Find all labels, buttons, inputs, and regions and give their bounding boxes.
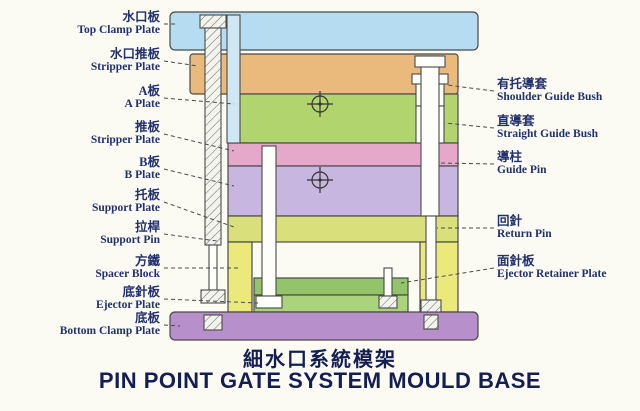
label-support-plate: 托板 Support Plate	[2, 189, 160, 215]
label-zh: 托板	[134, 188, 160, 202]
leader-a-plate	[163, 97, 235, 105]
label-a-plate: A板 A Plate	[2, 85, 160, 111]
support-pin-nut	[200, 289, 226, 304]
retainer-screw-head	[378, 295, 398, 309]
label-ejector-plate: 底針板 Ejector Plate	[2, 286, 160, 312]
label-zh: A板	[138, 84, 160, 98]
label-en: Ejector Plate	[96, 299, 160, 311]
label-en: A Plate	[124, 98, 160, 110]
leader-shoulder-guide-bush	[446, 84, 495, 92]
spacer-block-left-shape	[227, 241, 253, 313]
leader-b-plate	[163, 168, 235, 187]
label-en: Straight Guide Bush	[497, 128, 598, 140]
label-zh: 方鐵	[134, 254, 160, 268]
return-pin-head	[420, 299, 442, 313]
label-spacer-block: 方鐵 Spacer Block	[2, 255, 160, 281]
label-en: Support Pin	[100, 234, 160, 246]
label-en: Return Pin	[497, 228, 552, 240]
top-clamp-plate-shape	[169, 11, 479, 51]
label-ejector-retainer-plate: 面針板 Ejector Retainer Plate	[497, 255, 639, 281]
label-en: Shoulder Guide Bush	[497, 91, 603, 103]
label-zh: 直導套	[497, 114, 535, 128]
label-straight-guide-bush: 直導套 Straight Guide Bush	[497, 115, 639, 141]
label-zh: 面針板	[497, 254, 535, 268]
label-zh: 導柱	[497, 150, 523, 164]
return-pin-nut	[423, 314, 439, 330]
label-zh: 有托導套	[497, 77, 548, 91]
support-pin-head	[199, 14, 227, 29]
bottom-clamp-plate-shape	[169, 311, 479, 341]
label-zh: B板	[139, 155, 160, 169]
leader-ejector-retainer-plate	[400, 267, 495, 284]
support-pin-lower-nut	[203, 314, 223, 331]
label-bottom-clamp-plate: 底板 Bottom Clamp Plate	[2, 312, 160, 338]
label-en: B Plate	[124, 169, 160, 181]
label-b-plate: B板 B Plate	[2, 156, 160, 182]
leader-stripper-plate	[163, 133, 235, 152]
diagram-title-chinese: 細水口系統模架	[243, 349, 397, 371]
label-zh: 推板	[134, 120, 160, 134]
leader-ejector-plate	[163, 298, 259, 304]
label-stripper-plate: 推板 Stripper Plate	[2, 121, 160, 147]
label-en: Stripper Plate	[90, 61, 160, 73]
label-top-clamp-plate: 水口板 Top Clamp Plate	[2, 11, 160, 37]
label-support-pin: 拉桿 Support Pin	[2, 221, 160, 247]
guide-pin-head	[414, 55, 446, 68]
support-pin-shaft	[204, 27, 222, 246]
label-en: Ejector Retainer Plate	[497, 268, 607, 280]
label-en: Top Clamp Plate	[77, 24, 160, 36]
leader-lines	[163, 23, 495, 327]
label-return-pin: 回針 Return Pin	[497, 215, 639, 241]
leader-bottom-clamp-plate	[163, 324, 181, 327]
leader-straight-guide-bush	[444, 122, 495, 129]
label-runner-stripper-plate: 水口推板 Stripper Plate	[2, 48, 160, 74]
guide-pin-shaft	[420, 59, 440, 217]
label-guide-pin: 導柱 Guide Pin	[497, 151, 639, 177]
label-en: Stripper Plate	[90, 134, 160, 146]
label-zh: 拉桿	[134, 220, 160, 234]
screw-position-mark-lower	[307, 167, 333, 193]
leader-runner-stripper-plate	[163, 60, 199, 67]
label-zh: 底針板	[122, 285, 160, 299]
leader-support-pin	[163, 233, 218, 242]
label-en: Guide Pin	[497, 164, 547, 176]
label-zh: 水口板	[122, 10, 160, 24]
ejector-pin-shaft	[261, 145, 277, 297]
label-zh: 水口推板	[109, 47, 160, 61]
leader-guide-pin	[440, 162, 495, 165]
screw-position-mark-upper	[307, 91, 333, 117]
stripper-bolt	[226, 14, 241, 144]
label-shoulder-guide-bush: 有托導套 Shoulder Guide Bush	[497, 78, 639, 104]
leader-support-plate	[163, 201, 235, 228]
label-en: Spacer Block	[95, 268, 160, 280]
return-pin-shaft	[425, 215, 437, 301]
label-en: Bottom Clamp Plate	[59, 325, 160, 337]
diagram-title-english: PIN POINT GATE SYSTEM MOULD BASE	[98, 368, 542, 393]
ejector-pin-head	[255, 295, 283, 309]
retainer-screw-shaft	[383, 267, 393, 297]
label-en: Support Plate	[91, 202, 160, 214]
label-zh: 回針	[497, 214, 523, 228]
label-zh: 底板	[134, 311, 160, 325]
